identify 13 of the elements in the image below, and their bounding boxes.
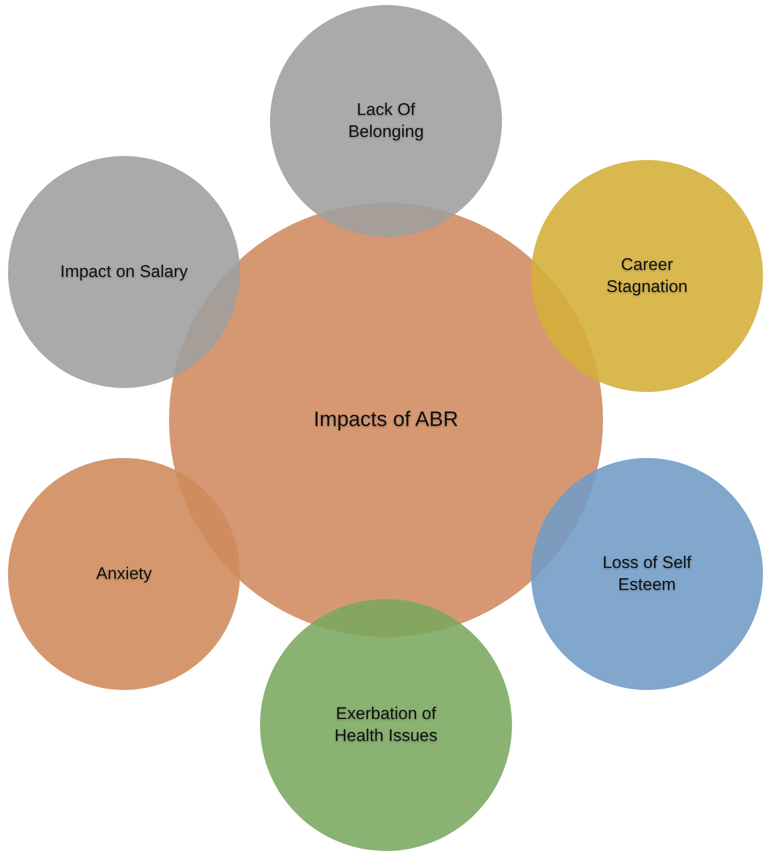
circle-label: Impact on Salary (60, 260, 188, 283)
circle-label: Lack Of Belonging (347, 98, 425, 143)
circle-label: Impacts of ABR (314, 407, 458, 434)
circle-label: Career Stagnation (605, 254, 689, 298)
satellite-circle (260, 599, 512, 851)
satellite-circle (531, 160, 763, 392)
satellite-circle (8, 156, 240, 388)
circle-label: Anxiety (96, 562, 152, 585)
circle-label: Loss of Self Esteem (602, 552, 692, 596)
circle-label: Exerbation of Health Issues (334, 702, 438, 747)
satellite-circle (8, 458, 240, 690)
satellite-circle (270, 5, 502, 237)
satellite-circle (531, 458, 763, 690)
